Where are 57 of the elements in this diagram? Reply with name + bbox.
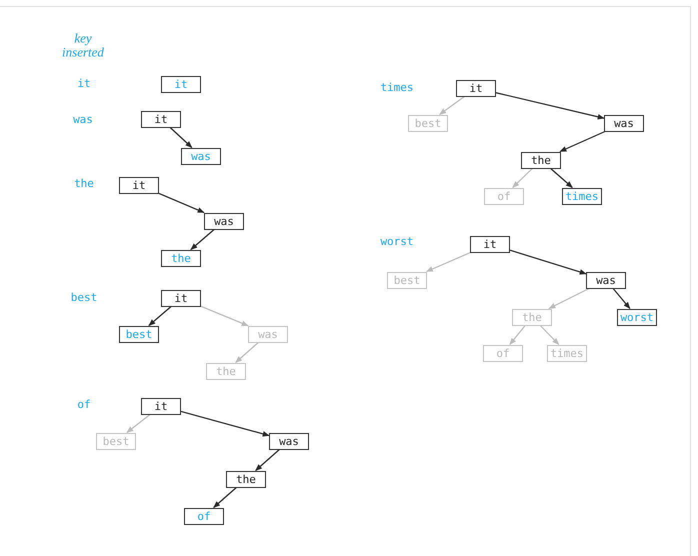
arrow xyxy=(559,130,606,152)
arrow xyxy=(190,229,215,250)
arrow xyxy=(148,306,172,326)
tree-node: it xyxy=(161,76,201,92)
arrow xyxy=(548,288,590,310)
tree-node: it xyxy=(161,290,201,306)
arrow xyxy=(200,306,249,326)
tree-node: worst xyxy=(617,308,657,326)
inserted-key: was xyxy=(73,114,93,126)
arrow xyxy=(540,325,560,345)
arrow xyxy=(426,252,471,272)
tree-node: was xyxy=(248,326,288,342)
arrow xyxy=(612,288,630,310)
tree-node: the xyxy=(206,362,246,380)
tree-node: best xyxy=(119,326,159,342)
arrow xyxy=(213,487,237,508)
tree-node: of xyxy=(184,508,224,524)
tree-node: best xyxy=(387,272,427,288)
arrow xyxy=(512,168,533,188)
tree-node: best xyxy=(96,432,136,450)
tree-node: of xyxy=(483,344,523,362)
tree-node: the xyxy=(226,470,266,488)
arrow xyxy=(235,342,259,363)
tree-node: was xyxy=(604,114,644,132)
tree-node: best xyxy=(408,114,448,132)
column-heading: key inserted xyxy=(61,32,105,60)
arrow xyxy=(255,449,280,471)
tree-node: the xyxy=(512,308,552,326)
tree-node: it xyxy=(141,398,181,414)
arrow xyxy=(126,414,150,433)
arrow xyxy=(158,192,205,214)
tree-node: it xyxy=(470,236,510,252)
tree-node: it xyxy=(119,176,159,194)
inserted-key: worst xyxy=(380,236,414,248)
arrow xyxy=(509,325,526,346)
tree-node: the xyxy=(161,250,201,266)
tree-node: was xyxy=(586,272,626,288)
tree-node: times xyxy=(562,188,602,204)
arrow xyxy=(510,250,587,275)
arrow xyxy=(180,410,270,437)
tree-node: was xyxy=(269,432,309,450)
inserted-key: the xyxy=(74,178,94,190)
tree-node: times xyxy=(547,344,587,362)
inserted-key: best xyxy=(70,292,98,304)
arrow xyxy=(550,168,573,188)
tree-node: was xyxy=(181,148,221,164)
inserted-key: it xyxy=(77,78,91,90)
arrow xyxy=(170,127,192,148)
tree-node: it xyxy=(456,80,496,96)
arrow xyxy=(496,92,605,120)
arrow xyxy=(439,96,465,115)
tree-node: the xyxy=(521,152,561,168)
tree-node: it xyxy=(141,110,181,128)
tree-node: was xyxy=(204,212,244,230)
inserted-key: of xyxy=(77,398,91,412)
inserted-key: times xyxy=(380,82,414,94)
tree-node: of xyxy=(484,188,524,204)
